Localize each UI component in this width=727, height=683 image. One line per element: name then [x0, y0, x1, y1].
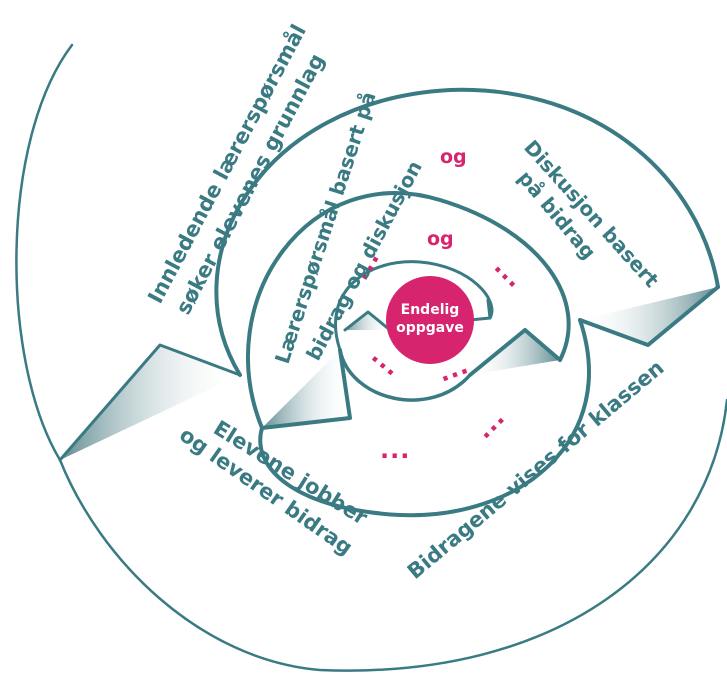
spiral-inner-ring	[334, 260, 494, 352]
ellipsis-marker: ...	[380, 436, 410, 464]
spiral-second-ring	[214, 87, 720, 377]
spiral-third-ring	[245, 191, 571, 430]
og-label-inner: og	[427, 228, 454, 250]
center-label-line2: oppgave	[396, 320, 464, 336]
label-outer-bottom-right: Bidragene vises for klassen	[403, 355, 669, 583]
fold-inner-left	[262, 350, 350, 428]
ellipsis-marker: ...	[489, 252, 530, 293]
center-circle	[386, 276, 474, 364]
center-label-line1: Endelig	[401, 302, 460, 318]
fold-outer-right	[580, 287, 718, 345]
spiral-outer-arm-right	[58, 398, 727, 672]
spiral-outer-arm	[15, 43, 74, 462]
og-label-top: og	[440, 146, 467, 168]
ellipsis-marker: ...	[469, 403, 510, 444]
fold-outer-left	[60, 345, 240, 460]
label-outer-top-line1: Innledende lærerspørsmål	[142, 20, 311, 307]
